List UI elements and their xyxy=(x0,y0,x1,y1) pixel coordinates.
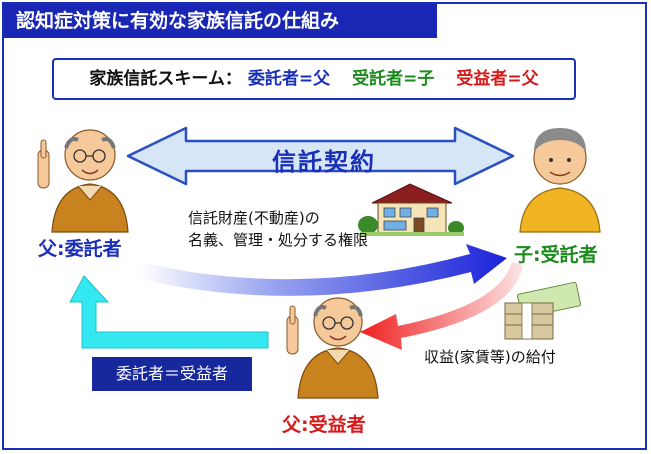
identity-loop-arrow xyxy=(69,275,269,349)
son-icon xyxy=(519,128,601,233)
house-icon xyxy=(358,183,464,236)
contract-label: 信託契約 xyxy=(272,148,376,176)
benefit-text: 収益(家賃等)の給付 xyxy=(424,348,556,366)
contract-double-arrow xyxy=(126,126,515,186)
money-bundle-icon xyxy=(504,281,581,340)
scheme-trustee: 受託者=子 xyxy=(352,69,435,89)
benefit-arrow xyxy=(360,262,523,350)
elderly-father-icon xyxy=(37,129,129,233)
scheme-settlor: 委託者=父 xyxy=(247,69,331,89)
transfer-text-line2: 名義、管理・処分する権限 xyxy=(188,231,369,249)
scheme-prefix: 家族信託スキーム： xyxy=(89,69,242,89)
transfer-arrow xyxy=(140,244,507,296)
page-title: 認知症対策に有効な家族信託の仕組み xyxy=(4,4,437,38)
beneficiary-label: 父:受益者 xyxy=(282,414,366,436)
settlor-label: 父:委託者 xyxy=(38,238,122,260)
elderly-father-beneficiary-icon xyxy=(286,297,379,399)
equality-badge: 委託者＝受益者 xyxy=(92,357,252,391)
transfer-text-line1: 信託財産(不動産)の xyxy=(188,209,320,227)
scheme-beneficiary: 受益者=父 xyxy=(456,69,539,89)
trustee-label: 子:受託者 xyxy=(514,244,598,266)
scheme-summary: 家族信託スキーム：委託者=父 受託者=子 受益者=父 xyxy=(52,58,576,100)
